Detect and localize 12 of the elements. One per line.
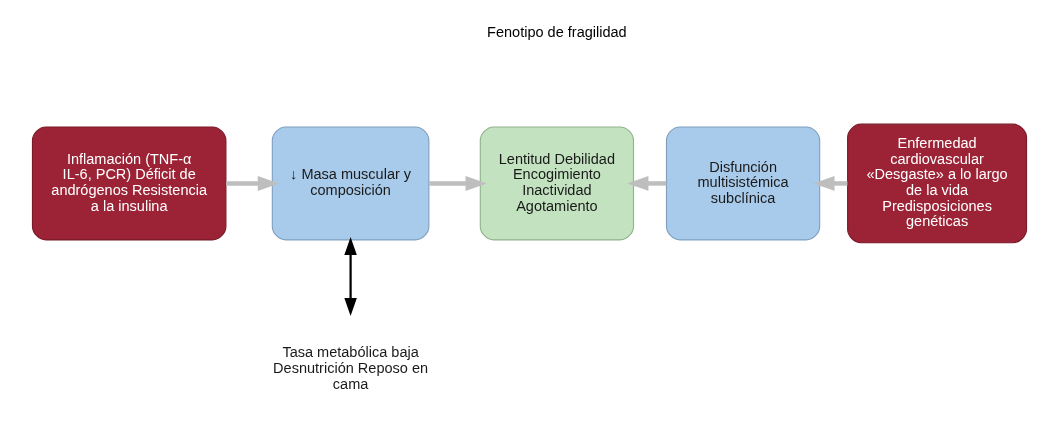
node-box: Inflamación (TNF-α IL-6, PCR) Déficit de andrógenos Resistencia a la insulina [31,125,226,240]
node-box: Enfermedad cardiovascular «Desgaste» a lo largo de la vida Predisposiciones genéticas [846,123,1027,243]
arrow [225,175,279,191]
arrow [812,175,847,191]
node-box: Disfunción multisistémica subclínica [665,125,820,240]
arrow [428,175,487,191]
arrow [343,236,357,316]
node-box: ↓ Masa muscular y composición [271,125,429,240]
arrow [626,175,666,191]
node-text: Tasa metabólica baja Desnutrición Reposo en cama [272,343,428,392]
node-box: Lentitud Debilidad Encogimiento Inactividad Agotamiento [479,125,634,240]
label: Fenotipo de fragilidad [486,23,627,40]
